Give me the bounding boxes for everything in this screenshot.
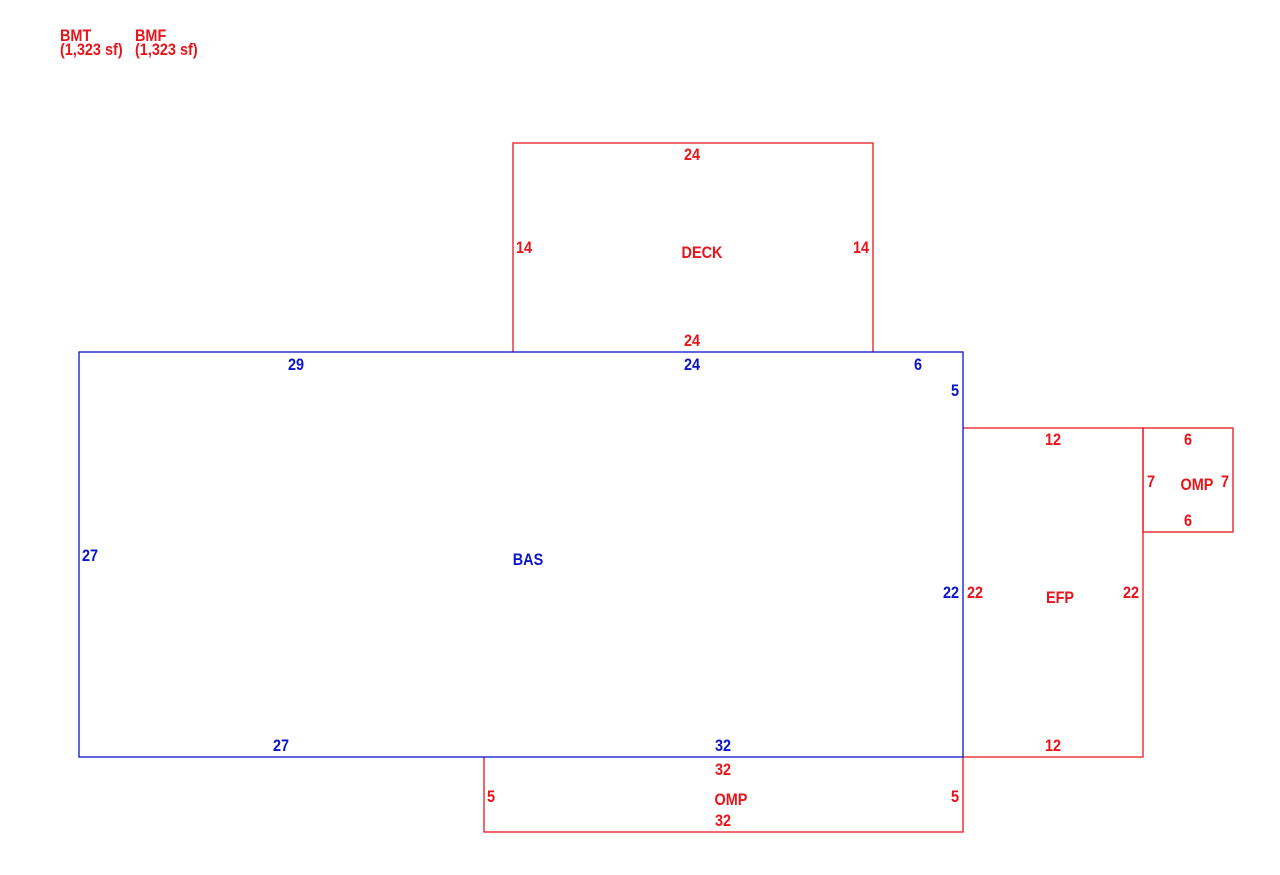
efp-outline [963,427,1144,758]
header-label-bmf-area: (1,323 sf) [135,40,198,59]
deck-dim-right: 14 [853,239,869,257]
omp-bottom-dim-bottom: 32 [715,812,731,830]
omp-right-dim-top: 6 [1184,431,1192,449]
deck-dim-left: 14 [516,239,532,257]
bas-dim-left: 27 [82,547,98,565]
omp-right-label: OMP [1181,476,1214,494]
deck-outline [512,142,874,352]
omp-bottom-area: OMP 32 5 5 32 [483,757,964,833]
omp-right-dim-bottom: 6 [1184,512,1192,530]
efp-area: EFP 12 22 22 12 [963,427,1144,758]
bas-dim-top-right: 6 [914,356,922,374]
bas-dim-bottom-right: 32 [715,737,731,755]
bas-dim-top-middle: 24 [684,356,700,374]
efp-dim-top: 12 [1045,431,1061,449]
efp-label: EFP [1046,589,1074,607]
omp-bottom-outline [483,757,964,833]
bas-dim-top-left: 29 [288,356,304,374]
omp-right-dim-right: 7 [1221,473,1229,491]
deck-label: DECK [682,244,723,262]
header-label-bmf-code: BMF [135,26,167,45]
efp-dim-left: 22 [967,584,983,602]
omp-bottom-label: OMP [715,791,748,809]
bas-dim-step: 5 [951,382,959,400]
bas-label: BAS [513,551,543,569]
bas-dim-bottom-left: 27 [273,737,289,755]
omp-bottom-dim-left: 5 [487,788,495,806]
deck-dim-bottom: 24 [684,332,700,350]
deck-area: DECK 24 14 14 24 [512,142,874,352]
bas-outline [78,351,964,758]
header-label-bmt-area: (1,323 sf) [60,40,123,59]
omp-bottom-dim-right: 5 [951,788,959,806]
omp-right-outline [1142,427,1234,533]
efp-dim-bottom: 12 [1045,737,1061,755]
bas-dim-right: 22 [943,584,959,602]
efp-dim-right: 22 [1123,584,1139,602]
bas-area: BAS 29 24 6 5 27 22 27 32 [78,351,964,758]
header-label-bmt-code: BMT [60,26,92,45]
omp-right-dim-left: 7 [1147,473,1155,491]
deck-dim-top: 24 [684,146,700,164]
omp-bottom-dim-top: 32 [715,761,731,779]
omp-right-area: OMP 6 7 7 6 [1142,427,1234,533]
